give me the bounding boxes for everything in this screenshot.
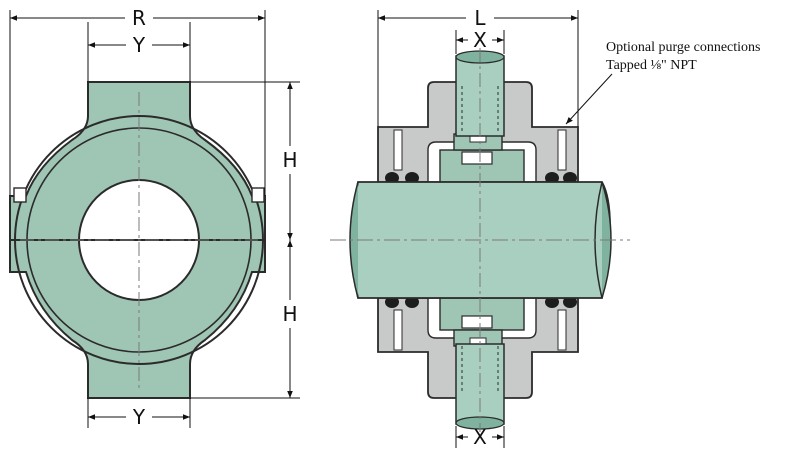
label-Y-top: Y [132,33,146,57]
purge-port-right [557,129,567,171]
dimension-Y-top: Y [87,22,191,82]
dimension-X-bottom: X [455,425,505,449]
label-L: L [474,6,486,30]
note-line-2: Tapped ⅛" NPT [606,58,697,73]
note-leader [565,73,613,125]
label-H-lower: H [282,302,297,326]
end-view-tab-left [13,187,27,203]
label-R: R [132,6,146,30]
label-H-upper: H [282,148,297,172]
label-Y-bottom: Y [132,405,146,429]
purge-port-left [393,129,403,171]
dimension-H: H H [190,81,300,399]
purge-note: Optional purge connections Tapped ⅛" NPT [565,40,761,125]
dimension-Y-bottom: Y [87,398,191,429]
seal-rings [385,172,577,308]
dimension-L: L [377,6,579,127]
section-view [330,48,630,432]
end-view-tab-right [251,187,265,203]
stud-top [455,55,505,137]
note-line-1: Optional purge connections [606,40,761,55]
end-view [9,81,266,399]
dimension-X-top: X [455,28,505,54]
dimension-R: R [9,6,266,196]
label-X-top: X [473,28,487,52]
label-X-bottom: X [473,425,487,449]
